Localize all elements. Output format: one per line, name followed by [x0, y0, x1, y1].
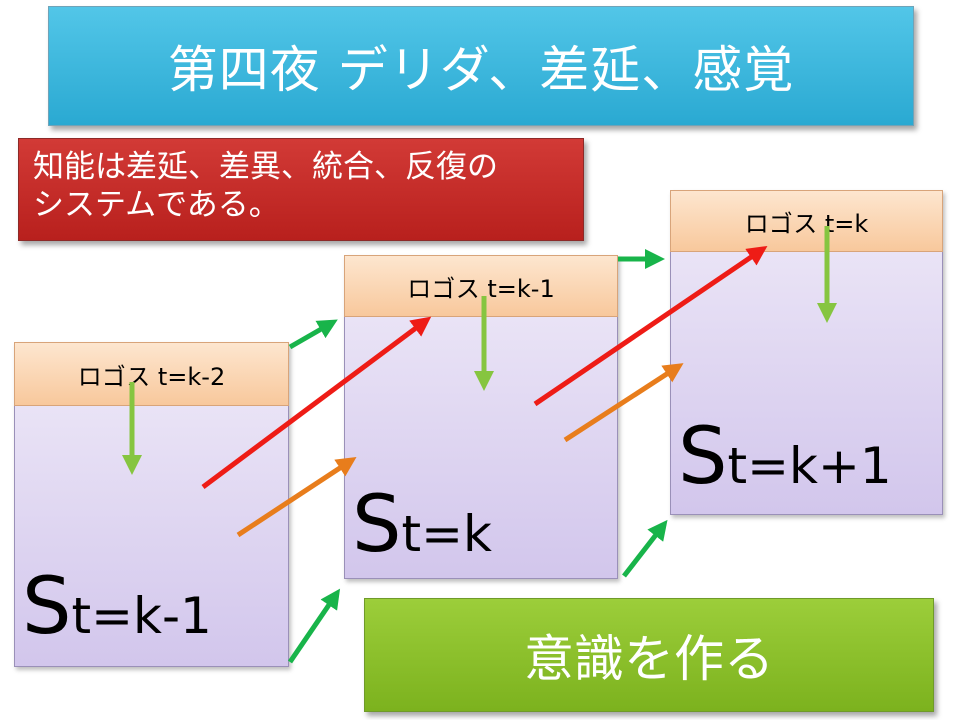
state-label-1: St=k-1	[22, 568, 212, 646]
green-arrow-4	[622, 519, 668, 578]
logos-header-2: ロゴス t=k-1	[344, 255, 618, 317]
state-subscript-2: t=k	[401, 505, 492, 563]
state-letter-2: S	[352, 480, 402, 570]
state-letter-1: S	[22, 562, 72, 652]
intelligence-note: 知能は差延、差異、統合、反復の システムである。	[18, 138, 584, 241]
state-label-2: St=k	[352, 486, 492, 564]
state-subscript-1: t=k-1	[71, 587, 212, 645]
slide-title: 第四夜 デリダ、差延、感覚	[48, 6, 914, 126]
logos-header-3: ロゴス t=k	[670, 190, 943, 252]
green-arrow-1	[288, 319, 338, 350]
create-consciousness-box: 意識を作る	[364, 598, 934, 712]
note-line-1: 知能は差延、差異、統合、反復の	[33, 149, 498, 185]
note-line-2: システムである。	[33, 187, 280, 223]
green-arrow-3	[287, 588, 341, 664]
state-letter-3: S	[678, 412, 728, 502]
state-label-3: St=k+1	[678, 418, 892, 496]
logos-header-1: ロゴス t=k-2	[14, 342, 289, 406]
state-subscript-3: t=k+1	[727, 437, 892, 495]
